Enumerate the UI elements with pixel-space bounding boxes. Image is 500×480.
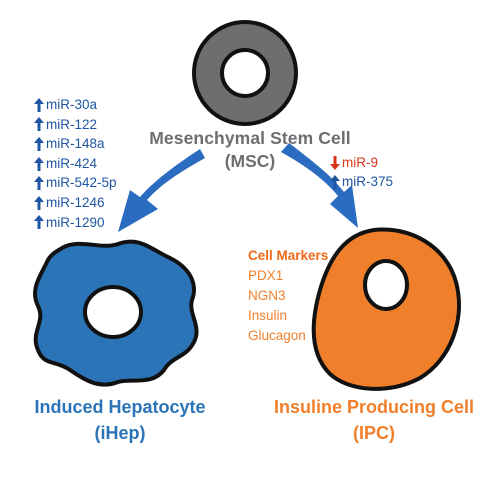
cell-marker-item: Insulin	[248, 308, 288, 323]
ipc-label: Insuline Producing Cell	[273, 397, 475, 417]
mirna-label: miR-30a	[46, 97, 98, 112]
arrow-down-icon	[330, 155, 340, 170]
arrow-up-icon	[34, 176, 44, 191]
mirna-item: miR-30a	[34, 95, 117, 115]
mirna-label: miR-542-5p	[46, 175, 117, 191]
mirna-item: miR-375	[330, 172, 393, 191]
arrow-up-icon	[330, 174, 340, 189]
mirna-item: miR-1246	[34, 193, 117, 213]
arrow-up-icon	[34, 97, 44, 112]
msc-cell	[192, 20, 298, 126]
cell-marker-item: Glucagon	[248, 328, 306, 343]
cell-markers-title: Cell Markers	[248, 248, 329, 263]
mirna-item: miR-424	[34, 154, 117, 174]
mirna-item: miR-9	[330, 153, 393, 172]
mirna-label: miR-148a	[46, 136, 105, 152]
cell-marker-item: NGN3	[248, 288, 286, 303]
mirna-item: miR-148a	[34, 134, 117, 154]
msc-abbreviation: (MSC)	[224, 151, 276, 171]
ipc-abbreviation: (IPC)	[353, 423, 395, 443]
arrow-up-icon	[34, 136, 44, 151]
mirna-label: miR-1290	[46, 214, 105, 230]
mirna-label: miR-424	[46, 155, 98, 171]
msc-title: Mesenchymal Stem Cell	[149, 128, 351, 148]
cell-marker-item: PDX1	[248, 268, 284, 283]
mirna-label: miR-122	[46, 116, 98, 132]
mirna-label: miR-375	[342, 174, 394, 189]
arrow-to-hepatocyte	[118, 149, 205, 232]
hepatocyte-abbreviation: (iHep)	[94, 423, 146, 443]
mirna-label: miR-9	[342, 155, 378, 170]
mirna-item: miR-122	[34, 115, 117, 135]
mirna-label: miR-1246	[46, 194, 105, 210]
arrow-up-icon	[34, 195, 44, 210]
mirna-item: miR-542-5p	[34, 173, 117, 193]
arrow-to-ipc	[281, 143, 358, 228]
mirna-item: miR-1290	[34, 213, 117, 233]
arrow-up-icon	[34, 215, 44, 230]
hepatocyte-mirna-list: miR-30a miR-122 miR-148a miR-424 miR-542-5p m…	[34, 95, 117, 232]
hepatocyte-label: Induced Hepatocyte	[34, 397, 206, 417]
arrow-up-icon	[34, 117, 44, 132]
cell-markers-list: Cell Markers PDX1 NGN3 Insulin Glucagon	[248, 246, 328, 346]
hepatocyte-cell	[33, 239, 199, 387]
ipc-mirna-list: miR-9 miR-375	[330, 153, 393, 191]
ipc-cell	[311, 227, 461, 391]
arrow-up-icon	[34, 156, 44, 171]
